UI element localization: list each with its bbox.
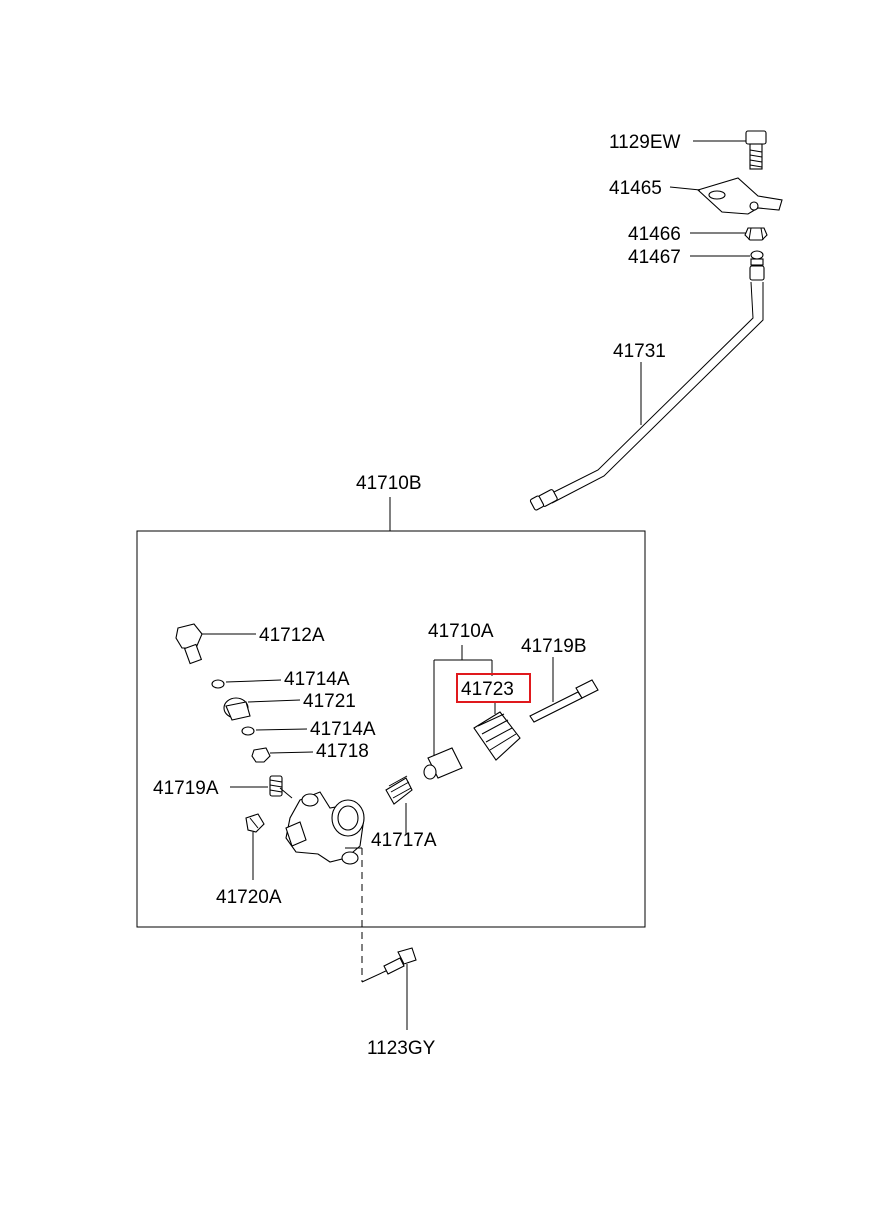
label-41720a: 41720A [216,887,282,908]
pushrod-41719b [529,679,599,723]
washer-41714a-1 [211,679,225,689]
washer-41714a-2 [241,726,255,736]
label-41723: 41723 [461,679,514,700]
clutch-master-cylinder-body [285,791,365,865]
label-41465: 41465 [609,178,662,199]
label-41731: 41731 [613,341,666,362]
piston-41710a [423,747,463,780]
label-1123gy: 1123GY [367,1038,436,1059]
label-41466: 41466 [628,224,681,245]
label-41467: 41467 [628,247,681,268]
nut-41718 [251,747,271,763]
label-41714a-2: 41714A [310,719,376,740]
pipe-41731 [529,265,765,511]
assembly-box-41710b [136,530,646,928]
nut-41466 [744,227,768,241]
label-41717a: 41717A [371,830,437,851]
label-1129ew: 1129EW [609,132,681,153]
bolt-1123gy [383,947,417,975]
label-41714a-1: 41714A [284,669,350,690]
spring-41719a [269,775,283,797]
union-41721 [223,697,251,721]
label-41721: 41721 [303,691,356,712]
label-41719a: 41719A [153,778,219,799]
grommet-41467 [750,250,764,266]
highlight-41723 [456,673,531,703]
spring-41717a [385,775,413,805]
bolt-1129ew [745,130,767,170]
label-41719b: 41719B [521,636,587,657]
label-41710a: 41710A [428,621,494,642]
label-41718: 41718 [316,741,369,762]
bracket-41465 [696,177,783,215]
bolt-41712a [175,623,203,665]
label-41710b: 41710B [356,473,422,494]
bleeder-41720a [245,813,265,833]
label-41712a: 41712A [259,625,325,646]
boot-41723 [473,711,521,761]
